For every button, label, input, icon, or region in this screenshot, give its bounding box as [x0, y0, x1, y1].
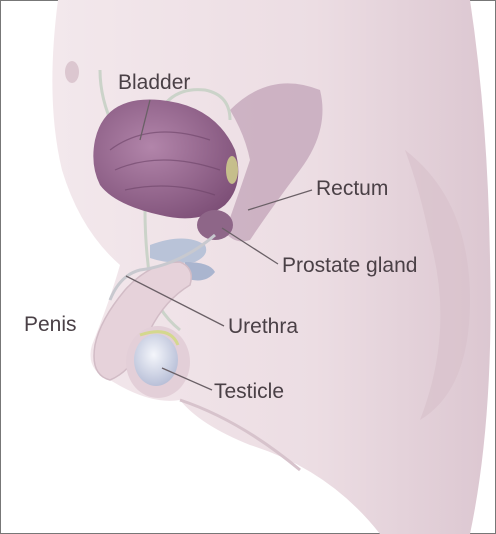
label-bladder: Bladder	[118, 72, 190, 93]
label-rectum: Rectum	[316, 178, 388, 199]
testicle-organ	[134, 334, 178, 386]
label-penis: Penis	[24, 314, 77, 335]
label-urethra: Urethra	[228, 316, 298, 337]
label-prostate-gland: Prostate gland	[282, 255, 417, 276]
navel-icon	[65, 61, 79, 83]
label-testicle: Testicle	[214, 381, 284, 402]
seminal-vesicle	[226, 156, 238, 184]
